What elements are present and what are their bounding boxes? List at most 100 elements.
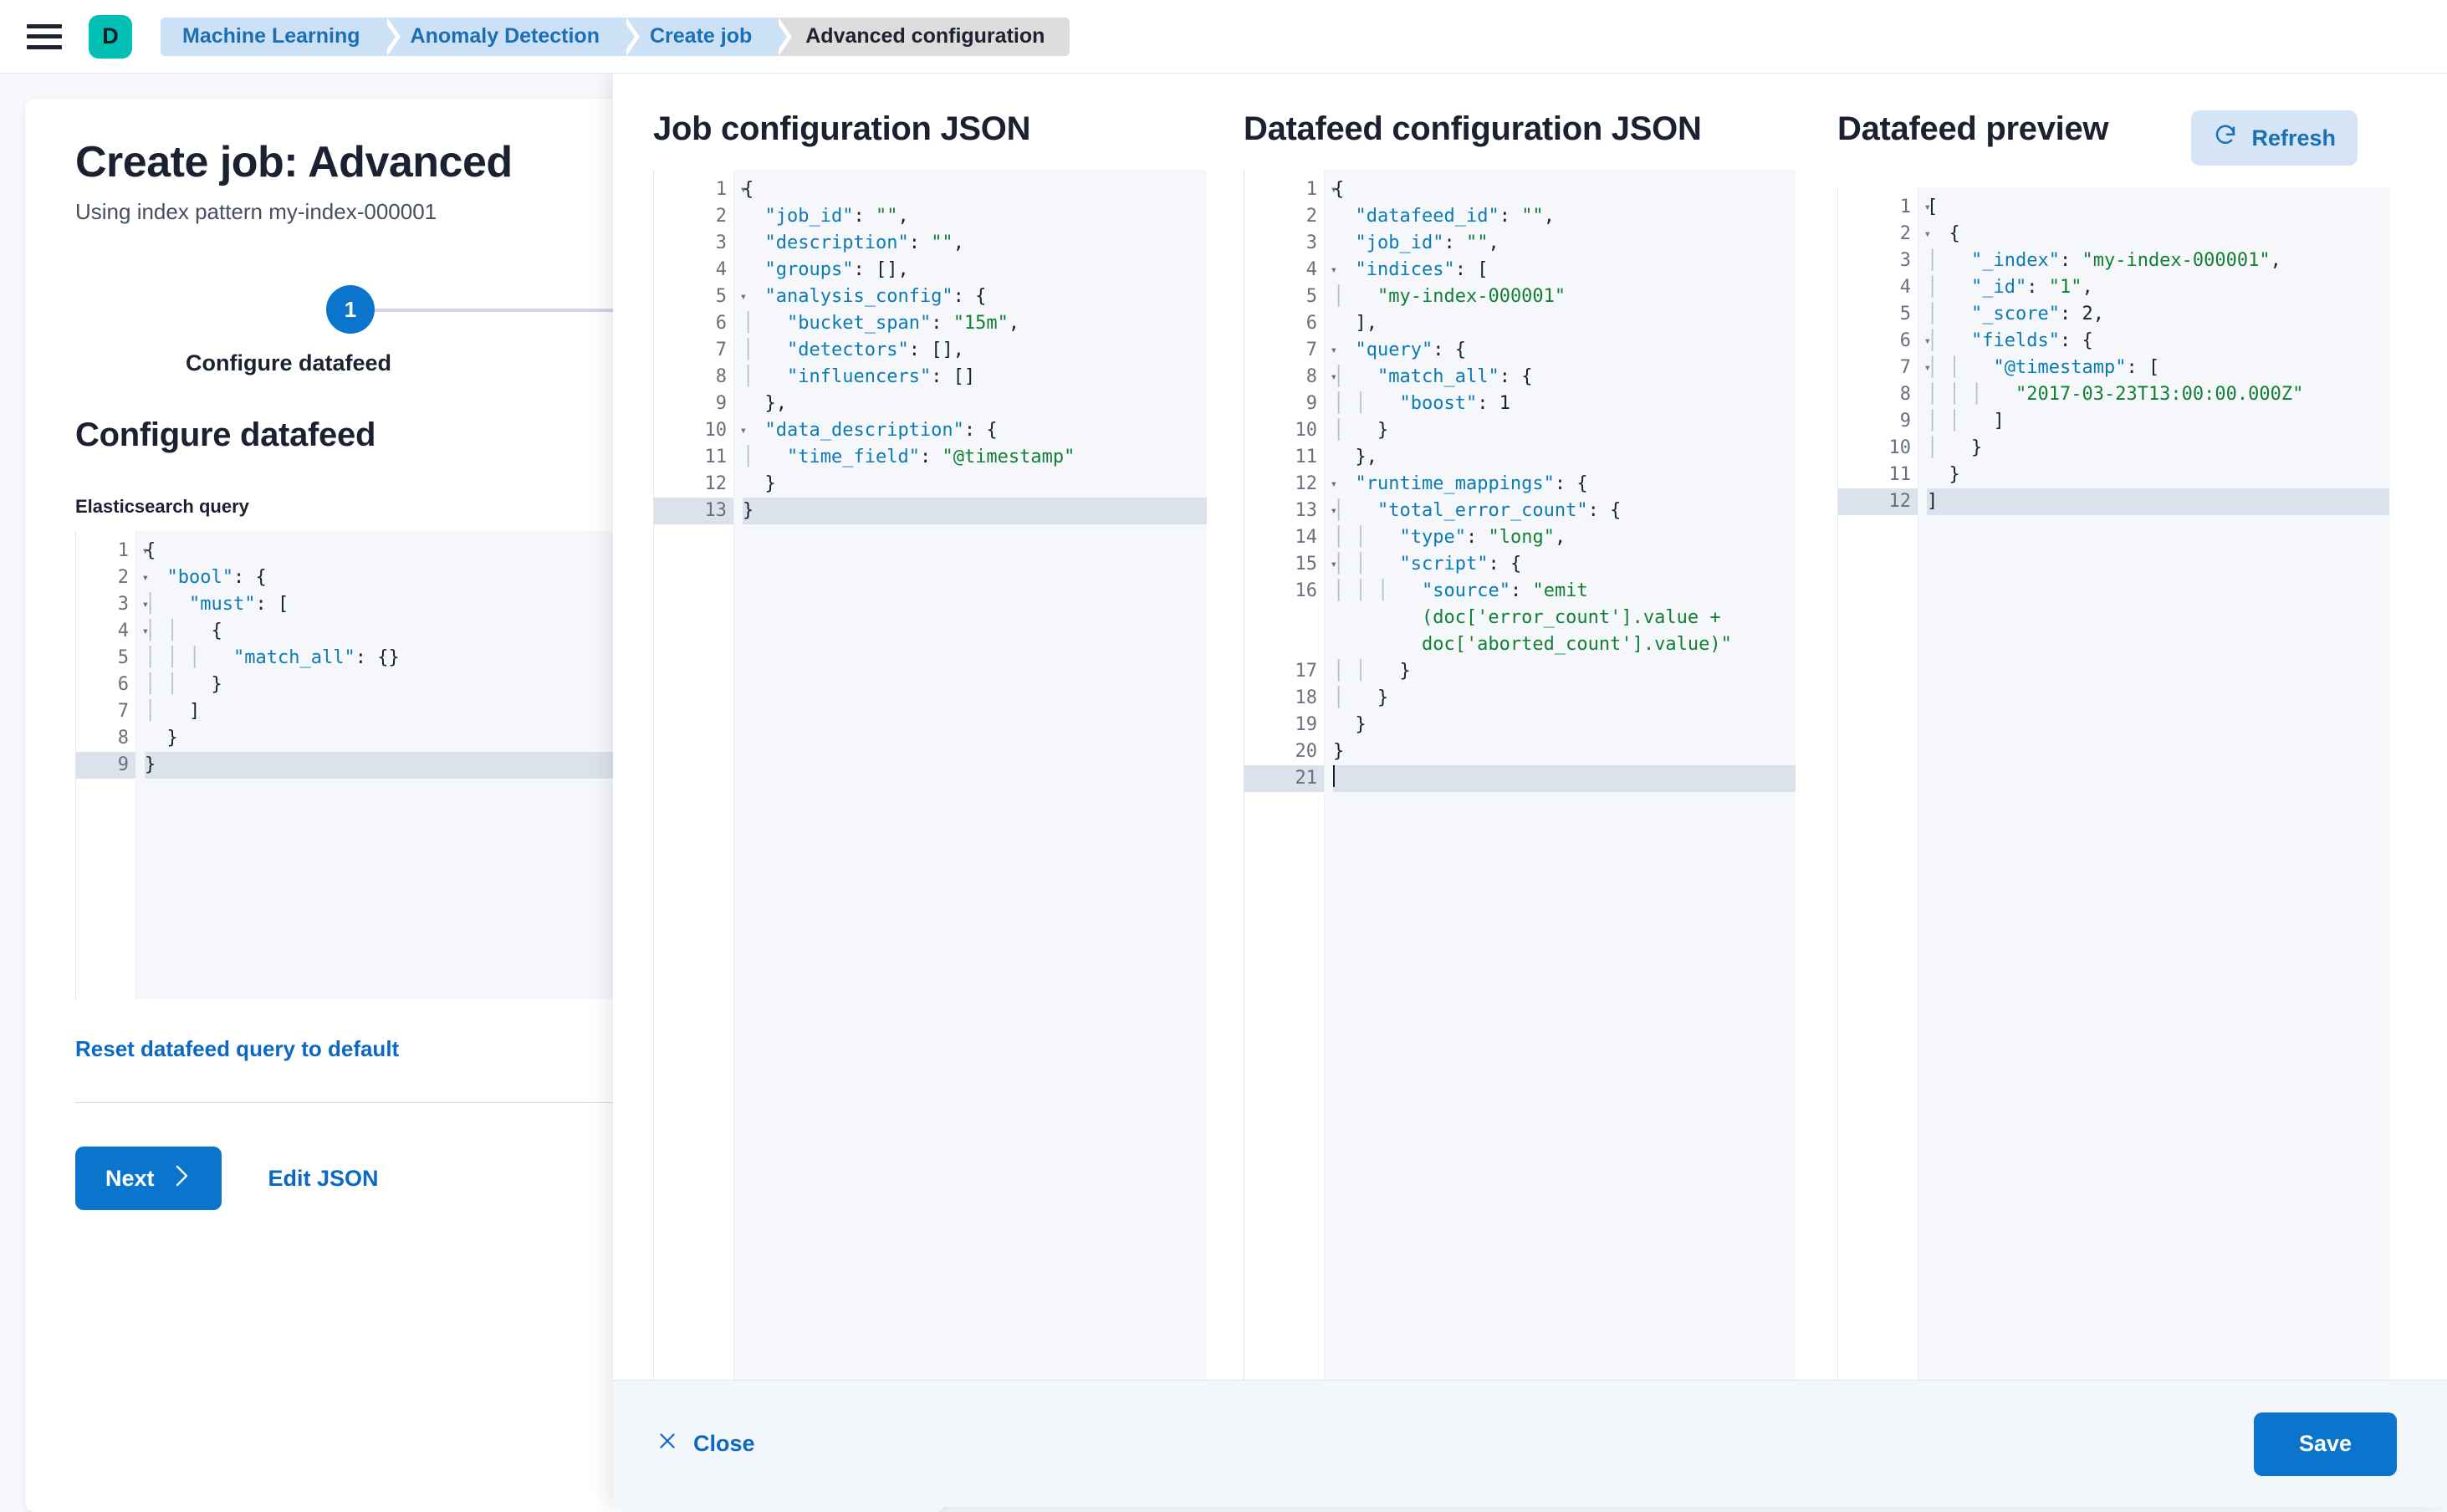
code-line: │ "_id": "1", xyxy=(1927,274,2389,301)
breadcrumb-item-advanced-configuration[interactable]: Advanced configuration xyxy=(774,17,1070,56)
line-number: 7▾ xyxy=(1838,355,1931,381)
code-line: │ │ "script": { xyxy=(1333,551,1796,578)
line-number: 17 xyxy=(1295,661,1318,682)
fold-toggle-icon[interactable]: ▾ xyxy=(1330,478,1337,491)
editor-code[interactable]: [ {│ "_index": "my-index-000001",│ "_id"… xyxy=(1918,187,2389,1380)
code-line: { xyxy=(743,176,1207,203)
code-token: "description" xyxy=(764,232,909,253)
reset-datafeed-query-link[interactable]: Reset datafeed query to default xyxy=(75,1036,400,1061)
line-number: 6 xyxy=(1305,313,1317,334)
breadcrumb-item-anomaly-detection[interactable]: Anomaly Detection xyxy=(381,17,641,56)
code-token: "boost" xyxy=(1399,393,1478,414)
code-token: "time_field" xyxy=(787,447,920,467)
line-number: 12▾ xyxy=(1244,471,1338,498)
fold-toggle-icon[interactable]: ▾ xyxy=(1330,263,1337,277)
code-token: │ xyxy=(1333,580,1356,601)
page-action-row: Next Edit JSON xyxy=(75,1147,895,1210)
next-button[interactable]: Next xyxy=(75,1147,222,1210)
code-line: │ "_score": 2, xyxy=(1927,301,2389,328)
fold-toggle-icon[interactable]: ▾ xyxy=(1923,201,1931,214)
fold-toggle-icon[interactable]: ▾ xyxy=(1923,335,1931,348)
code-line: { xyxy=(145,538,895,564)
line-number: 4 xyxy=(1899,277,1911,298)
code-token: : { xyxy=(1587,500,1622,521)
code-token: │ xyxy=(1949,411,1971,432)
code-token xyxy=(1994,384,2016,405)
fold-toggle-icon[interactable]: ▾ xyxy=(141,544,149,558)
code-token: 1 xyxy=(1499,393,1510,414)
pane-title: Datafeed preview xyxy=(1837,110,2109,147)
fold-toggle-icon[interactable]: ▾ xyxy=(1330,504,1337,518)
code-token: "" xyxy=(931,232,953,253)
code-token: "source" xyxy=(1422,580,1510,601)
fold-toggle-icon[interactable]: ▾ xyxy=(1923,361,1931,375)
code-token: 2 xyxy=(2082,304,2093,324)
fold-toggle-icon[interactable]: ▾ xyxy=(141,571,149,585)
code-token xyxy=(1333,313,1356,334)
code-line: }, xyxy=(1333,444,1796,471)
code-token xyxy=(1377,393,1400,414)
page-subtitle: Using index pattern my-index-000001 xyxy=(75,199,437,224)
breadcrumb-item-create-job[interactable]: Create job xyxy=(621,17,793,56)
code-line: "bool": { xyxy=(145,564,895,591)
fold-toggle-icon[interactable]: ▾ xyxy=(141,625,149,638)
code-token: : xyxy=(2059,250,2082,271)
code-token: │ xyxy=(743,313,765,334)
code-token: } xyxy=(1377,687,1389,708)
save-button[interactable]: Save xyxy=(2253,1412,2397,1476)
editor-code[interactable]: { "datafeed_id": "", "job_id": "", "indi… xyxy=(1325,170,1796,1380)
code-token: } xyxy=(764,473,776,494)
line-number: 21 xyxy=(1244,765,1324,792)
refresh-button[interactable]: Refresh xyxy=(2191,110,2358,166)
code-token: │ xyxy=(1333,527,1356,548)
code-line: │ } xyxy=(1333,685,1796,712)
code-token: "@timestamp" xyxy=(1993,357,2127,378)
close-button[interactable]: Close xyxy=(656,1430,755,1458)
edit-json-button[interactable]: Edit JSON xyxy=(268,1165,379,1191)
fold-toggle-icon[interactable]: ▾ xyxy=(1330,370,1337,384)
code-token: : [ xyxy=(255,594,289,615)
code-token xyxy=(765,447,788,467)
code-token: "15m" xyxy=(953,313,1009,334)
top-header-bar: D Machine Learning Anomaly Detection Cre… xyxy=(0,0,2447,74)
code-token: : { xyxy=(963,420,998,441)
line-number: 5 xyxy=(1305,286,1317,307)
stepper-step-1[interactable]: 1 xyxy=(326,285,375,334)
code-token: │ xyxy=(189,647,212,668)
line-number: 12 xyxy=(704,473,728,494)
line-number: 1▾ xyxy=(76,538,149,564)
fold-toggle-icon[interactable]: ▾ xyxy=(141,598,149,611)
line-number: 1▾ xyxy=(654,176,747,203)
code-token: │ xyxy=(1927,277,1949,298)
fold-toggle-icon[interactable]: ▾ xyxy=(739,424,747,437)
code-line: │ "fields": { xyxy=(1927,328,2389,355)
code-token: [ xyxy=(1927,197,1939,217)
fold-toggle-icon[interactable]: ▾ xyxy=(1330,558,1337,571)
hamburger-icon[interactable] xyxy=(27,23,62,49)
fold-toggle-icon[interactable]: ▾ xyxy=(1330,183,1337,197)
code-line: "indices": [ xyxy=(1333,257,1796,284)
code-token: } xyxy=(1399,661,1411,682)
code-token: "fields" xyxy=(1971,330,2060,351)
code-line: │ } xyxy=(1927,435,2389,462)
code-line: } xyxy=(1333,712,1796,738)
code-token xyxy=(1333,340,1356,360)
code-token: : { xyxy=(1488,554,1522,575)
fold-toggle-icon[interactable]: ▾ xyxy=(1923,227,1931,241)
space-avatar[interactable]: D xyxy=(89,14,132,59)
fold-toggle-icon[interactable]: ▾ xyxy=(739,183,747,197)
code-line: │ "my-index-000001" xyxy=(1333,284,1796,310)
line-number: 9 xyxy=(1305,393,1317,414)
code-token xyxy=(743,420,765,441)
code-token: │ xyxy=(1949,384,1971,405)
fold-toggle-icon[interactable]: ▾ xyxy=(739,290,747,304)
breadcrumb-item-machine-learning[interactable]: Machine Learning xyxy=(161,17,401,56)
fold-toggle-icon[interactable]: ▾ xyxy=(1330,344,1337,357)
code-token: │ xyxy=(1355,554,1377,575)
line-number: 11 xyxy=(704,447,728,467)
editor-code[interactable]: { "job_id": "", "description": "", "grou… xyxy=(734,170,1207,1380)
